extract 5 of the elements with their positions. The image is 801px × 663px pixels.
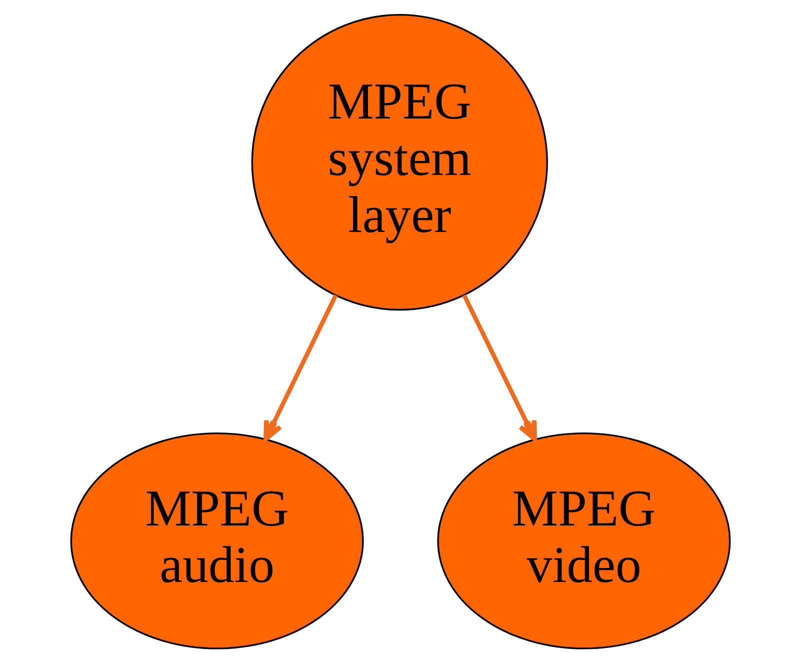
node-ellipse: MPEG video — [437, 432, 731, 650]
node-circle: MPEG system layer — [251, 14, 548, 311]
arrow — [263, 294, 338, 442]
arrow — [462, 294, 538, 442]
node-ellipse: MPEG audio — [70, 432, 364, 650]
